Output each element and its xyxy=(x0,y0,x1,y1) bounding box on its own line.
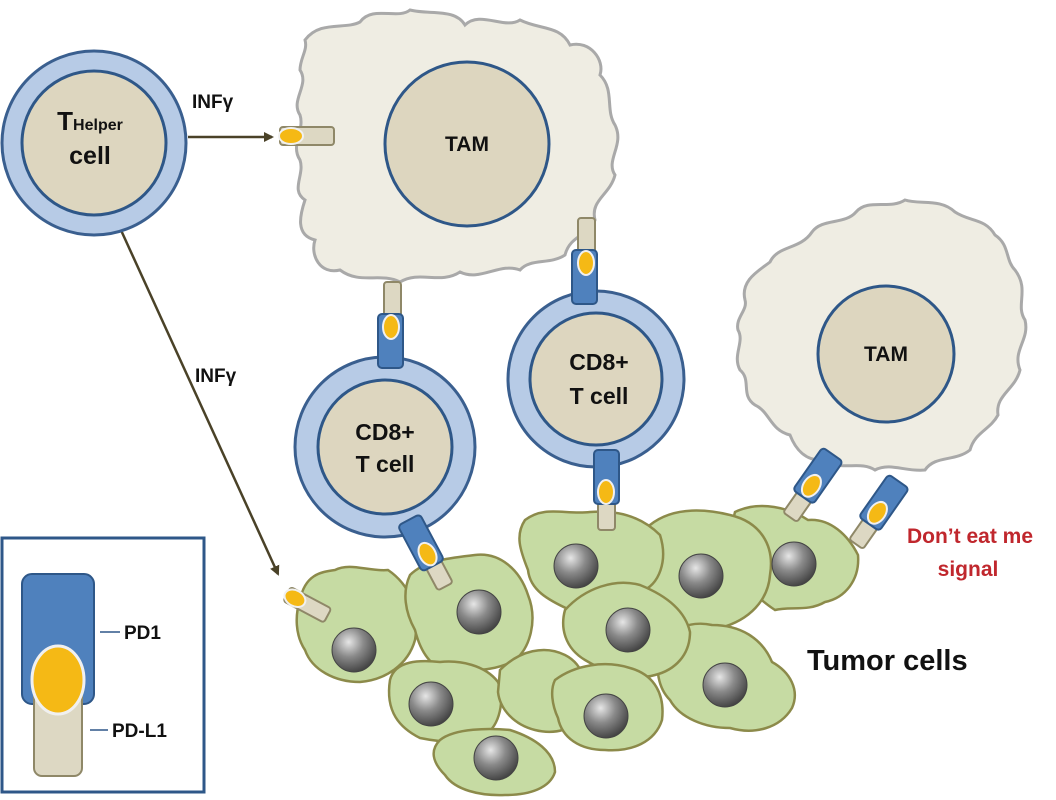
pd1-pdl1-pair-tam-cd8-middle xyxy=(571,217,598,305)
cd8-mid-line2: T cell xyxy=(570,383,629,409)
legend-ligand-swatch xyxy=(30,644,86,716)
tumor-cells-label: Tumor cells xyxy=(807,645,968,677)
tam-top-label: TAM xyxy=(445,133,489,156)
tumor-nucleus xyxy=(553,543,599,589)
tumor-cluster xyxy=(295,504,860,797)
cd8-tcell-middle: CD8+ T cell xyxy=(506,289,686,469)
cd8-left-line1: CD8+ xyxy=(355,419,414,445)
tumor-nucleus xyxy=(473,735,519,781)
pdl1-receptor-tam-top xyxy=(278,126,335,146)
legend-pd1-label: PD1 xyxy=(124,623,161,644)
pd1-pdl1-pair-cd8-middle-tumor xyxy=(593,449,620,531)
tumor-nucleus xyxy=(408,681,454,727)
dont-eat-me-pair-2 xyxy=(849,474,909,549)
infg-label-diagonal: INFγ xyxy=(195,366,237,387)
dont-eat-me-line1: Don’t eat me xyxy=(907,525,1033,548)
tam-right-label: TAM xyxy=(864,343,908,366)
cd8-tcell-left: CD8+ T cell xyxy=(293,355,477,539)
tumor-nucleus xyxy=(456,589,502,635)
tumor-nucleus xyxy=(605,607,651,653)
thelper-label: THelper xyxy=(57,106,123,136)
tumor-nucleus xyxy=(771,541,817,587)
thelper-cell: THelper cell xyxy=(0,49,188,237)
cd8-mid-line1: CD8+ xyxy=(569,349,628,375)
tumor-nucleus xyxy=(583,693,629,739)
dont-eat-me-pair-1 xyxy=(783,447,843,522)
tam-top: TAM xyxy=(294,8,620,284)
dont-eat-me-line2: signal xyxy=(938,558,999,581)
tam-right-nucleus xyxy=(816,284,956,424)
legend-box: PD1 PD-L1 xyxy=(0,536,206,794)
tam-top-nucleus xyxy=(383,60,551,228)
tumor-nucleus xyxy=(331,627,377,673)
cd8-left-line2: T cell xyxy=(356,451,415,477)
tumor-nucleus xyxy=(702,662,748,708)
tumor-nucleus xyxy=(678,553,724,599)
pd1-pdl1-pair-tam-cd8-left xyxy=(377,281,404,369)
tumor-cell xyxy=(295,565,418,684)
pdl1-receptor-tumor-left xyxy=(283,587,332,623)
thelper-cell-word: cell xyxy=(69,142,111,170)
pd1-pdl1-pair-cd8-left-tumor xyxy=(398,514,453,591)
infg-label-top: INFγ xyxy=(192,92,234,113)
infg-arrow-to-tumor xyxy=(118,227,280,576)
legend-pdl1-label: PD-L1 xyxy=(112,721,167,742)
tam-right: TAM xyxy=(735,198,1028,472)
